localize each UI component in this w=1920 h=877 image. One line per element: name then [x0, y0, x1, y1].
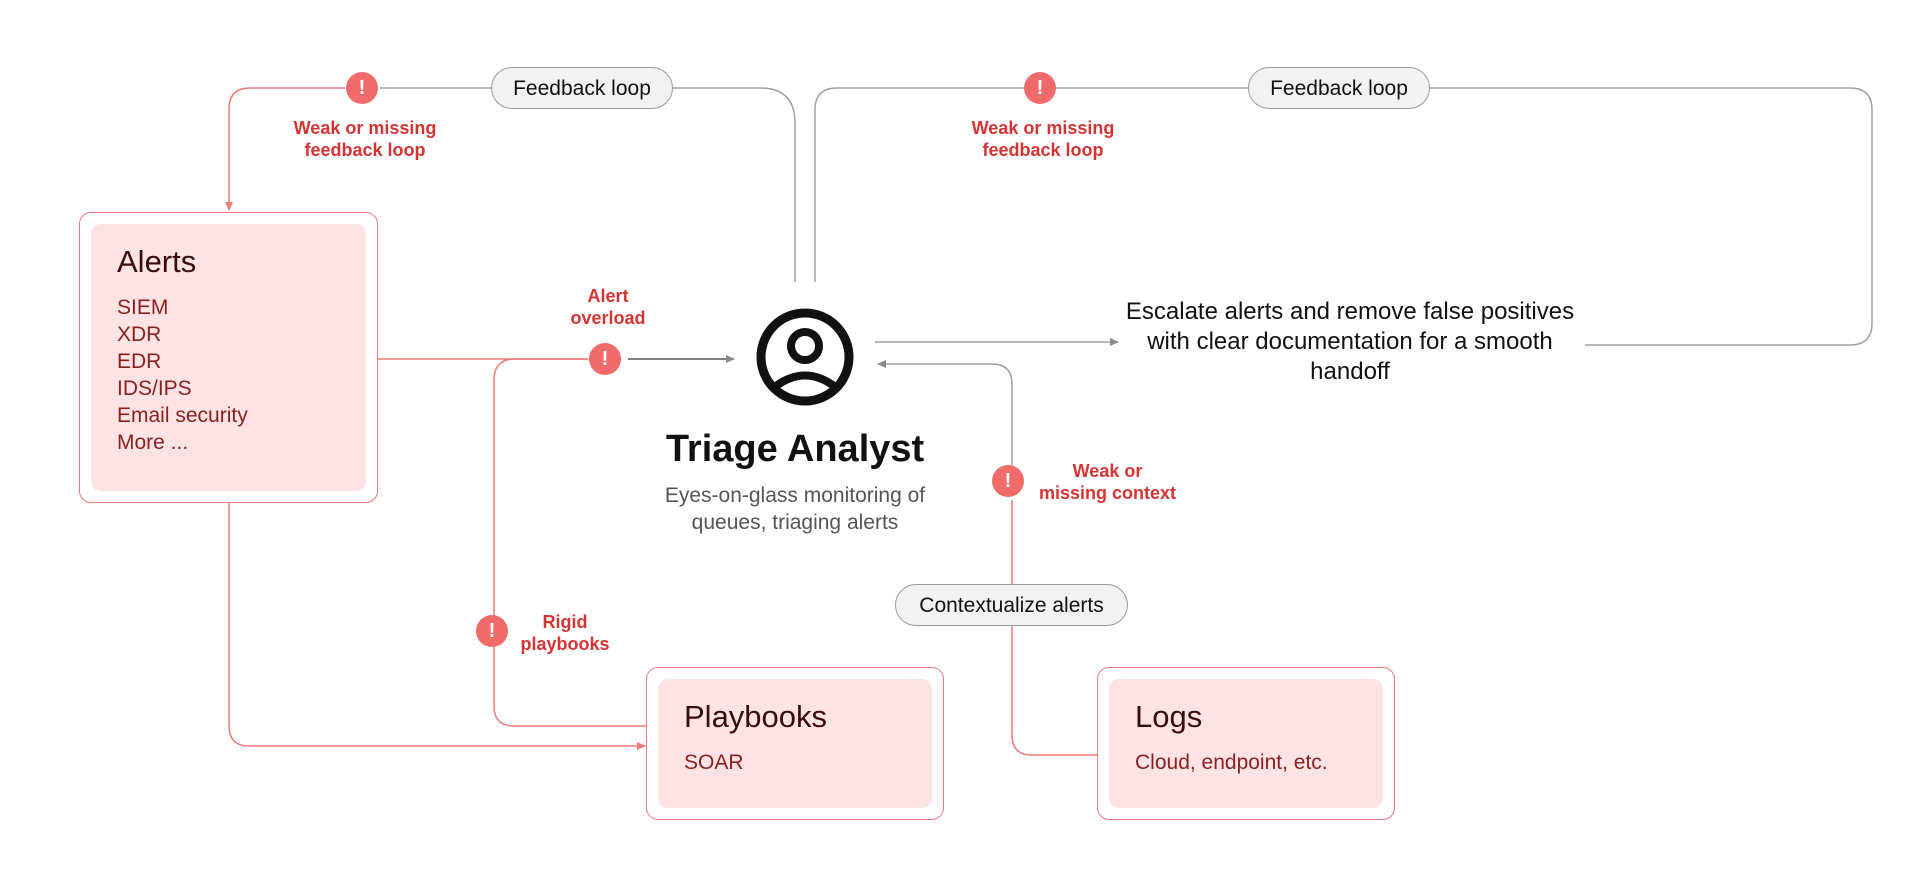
- context-line-lower: [1011, 500, 1097, 756]
- playbooks-box: Playbooks SOAR: [646, 667, 944, 820]
- alerts-item-ids-ips: IDS/IPS: [117, 377, 192, 400]
- contextualize-alerts-pill: Contextualize alerts: [895, 584, 1128, 626]
- alerts-item-siem: SIEM: [117, 296, 169, 319]
- triage-analyst-subtitle: Eyes-on-glass monitoring of queues, tria…: [664, 484, 926, 534]
- weak-feedback-label-left: Weak or missing feedback loop: [293, 118, 437, 160]
- warning-icon-weak-context: !: [992, 465, 1024, 497]
- feedback-loop-pill-right: Feedback loop: [1248, 67, 1430, 109]
- alerts-box: Alerts SIEM XDR EDR IDS/IPS Email securi…: [79, 212, 378, 503]
- feedback-loop-pill-left: Feedback loop: [491, 67, 673, 109]
- logs-title: Logs: [1135, 699, 1203, 734]
- weak-feedback-label-right: Weak or missing feedback loop: [971, 118, 1115, 160]
- user-circle-icon: [756, 308, 854, 406]
- alert-overload-label: Alert overload: [570, 286, 646, 328]
- warning-icon-feedback-right: !: [1024, 72, 1056, 104]
- rigid-playbooks-label: Rigid playbooks: [520, 612, 610, 654]
- playbooks-item-soar: SOAR: [684, 751, 744, 774]
- context-line: [877, 360, 1013, 468]
- escalate-description: Escalate alerts and remove false positiv…: [1125, 298, 1575, 385]
- logs-box-inner: Logs Cloud, endpoint, etc.: [1109, 679, 1383, 808]
- triage-analyst-title: Triage Analyst: [665, 428, 925, 470]
- alerts-item-email-security: Email security: [117, 404, 248, 427]
- alerts-item-xdr: XDR: [117, 323, 162, 346]
- alerts-item-edr: EDR: [117, 350, 162, 373]
- warning-icon-alert-overload: !: [589, 343, 621, 375]
- warning-icon-rigid-playbooks: !: [476, 615, 508, 647]
- playbooks-title: Playbooks: [684, 699, 828, 734]
- warning-icon-feedback-left: !: [346, 72, 378, 104]
- logs-box: Logs Cloud, endpoint, etc.: [1097, 667, 1395, 820]
- weak-context-label: Weak or missing context: [1038, 461, 1177, 503]
- alerts-item-more: More ...: [117, 431, 189, 454]
- feedback-line-right: [814, 87, 1873, 346]
- logs-item-sources: Cloud, endpoint, etc.: [1135, 751, 1328, 774]
- alerts-to-playbooks-line: [228, 503, 646, 750]
- playbooks-loop-line: [493, 358, 648, 727]
- playbooks-box-inner: Playbooks SOAR: [658, 679, 932, 808]
- alerts-title: Alerts: [117, 244, 197, 279]
- alerts-box-inner: Alerts SIEM XDR EDR IDS/IPS Email securi…: [91, 224, 366, 491]
- feedback-line-left-red: [225, 87, 345, 211]
- feedback-line-left: [380, 87, 796, 282]
